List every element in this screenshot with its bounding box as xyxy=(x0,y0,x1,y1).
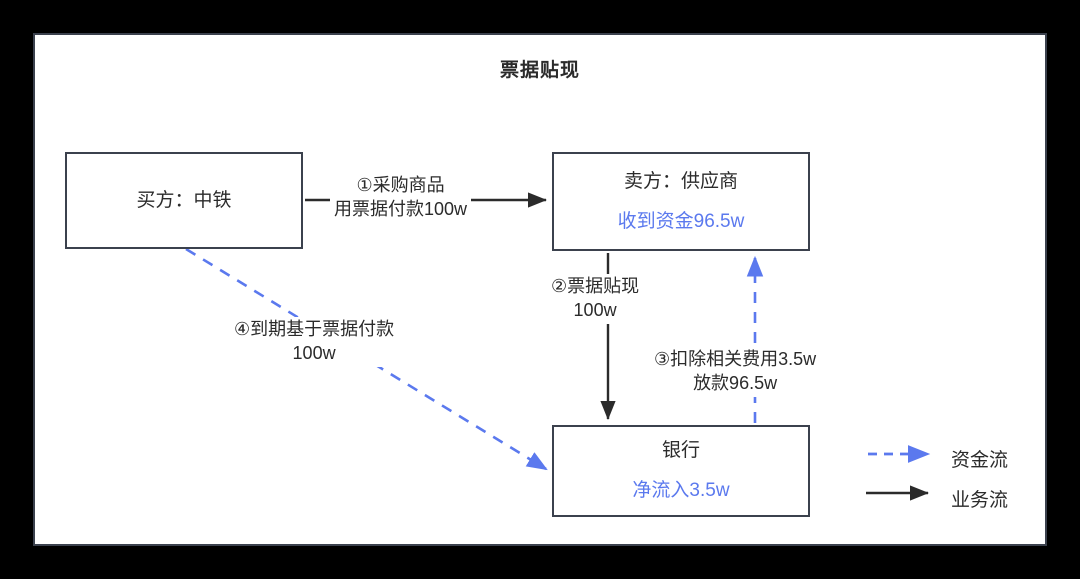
page-title: 票据贴现 xyxy=(499,60,580,81)
edge-label-discount-line1: ②票据贴现 xyxy=(551,276,640,296)
legend-item-capital-flow: 资金流 xyxy=(862,438,1032,478)
legend-item-business-flow: 业务流 xyxy=(862,478,1032,518)
edge-label-purchase-line2: 用票据付款100w xyxy=(334,198,468,219)
edge-label-discount: ②票据贴现 100w xyxy=(547,274,644,324)
edge-label-discount-line2: 100w xyxy=(573,299,617,320)
edge-label-fee-deduction: ③扣除相关费用3.5w 放款96.5w xyxy=(650,347,821,397)
legend-capital-flow-label: 资金流 xyxy=(951,449,1009,471)
node-bank-label: 银行 xyxy=(661,440,700,462)
legend: 资金流 业务流 xyxy=(862,438,1032,518)
edge-label-maturity-payment-line1: ④到期基于票据付款 xyxy=(234,319,395,339)
node-bank-value: 净流入3.5w xyxy=(632,480,730,501)
edge-label-fee-deduction-line1: ③扣除相关费用3.5w xyxy=(654,349,817,369)
legend-business-flow-arrow-icon xyxy=(862,488,936,508)
edge-label-purchase-line1: ①采购商品 xyxy=(356,175,445,195)
node-buyer[interactable]: 买方：中铁 xyxy=(65,152,303,249)
edge-label-maturity-payment-line2: 100w xyxy=(292,342,336,363)
node-buyer-label: 买方：中铁 xyxy=(136,189,232,211)
legend-business-flow-label: 业务流 xyxy=(951,489,1009,511)
edge-label-maturity-payment: ④到期基于票据付款 100w xyxy=(230,317,399,367)
legend-capital-flow-arrow-icon xyxy=(862,448,936,468)
node-seller-value: 收到资金96.5w xyxy=(617,210,745,232)
node-bank[interactable]: 银行 净流入3.5w xyxy=(552,425,810,517)
edge-label-purchase: ①采购商品 用票据付款100w xyxy=(330,173,472,223)
node-seller-label: 卖方：供应商 xyxy=(623,170,738,192)
edge-label-fee-deduction-line2: 放款96.5w xyxy=(693,372,778,393)
node-seller[interactable]: 卖方：供应商 收到资金96.5w xyxy=(552,152,810,251)
